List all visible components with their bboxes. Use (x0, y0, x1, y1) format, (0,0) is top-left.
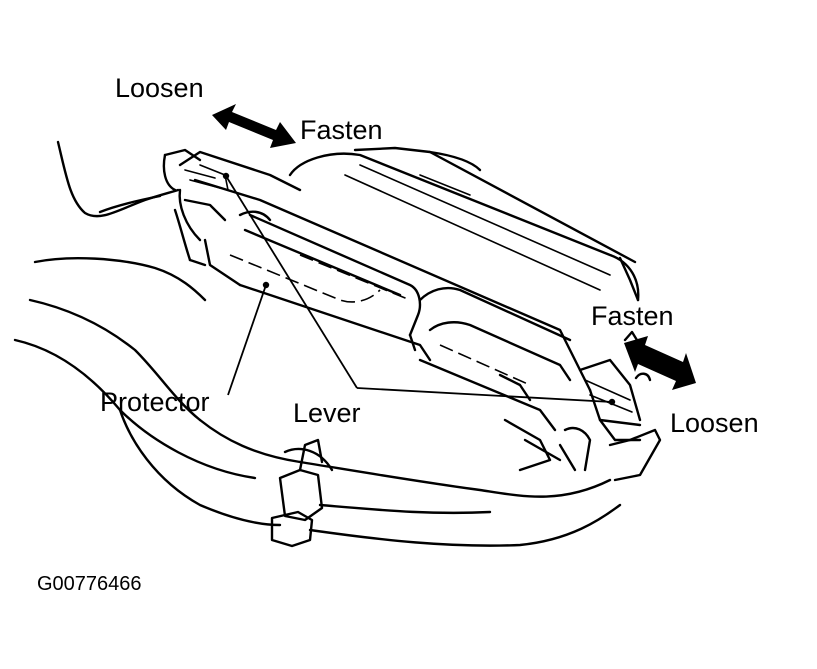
connector-body (162, 146, 662, 482)
protector-label: Protector (100, 387, 210, 417)
double-arrow-icon (624, 336, 696, 390)
figure-code: G00776466 (37, 573, 142, 595)
loosen-label-top: Loosen (115, 73, 204, 103)
fasten-label-right: Fasten (591, 301, 674, 331)
harness-drawing (13, 140, 622, 548)
leader-lines (222, 172, 616, 406)
lever-label: Lever (293, 398, 361, 428)
fasten-label-top: Fasten (300, 115, 383, 145)
double-arrow-icon (212, 104, 296, 148)
loosen-label-right: Loosen (670, 408, 759, 438)
